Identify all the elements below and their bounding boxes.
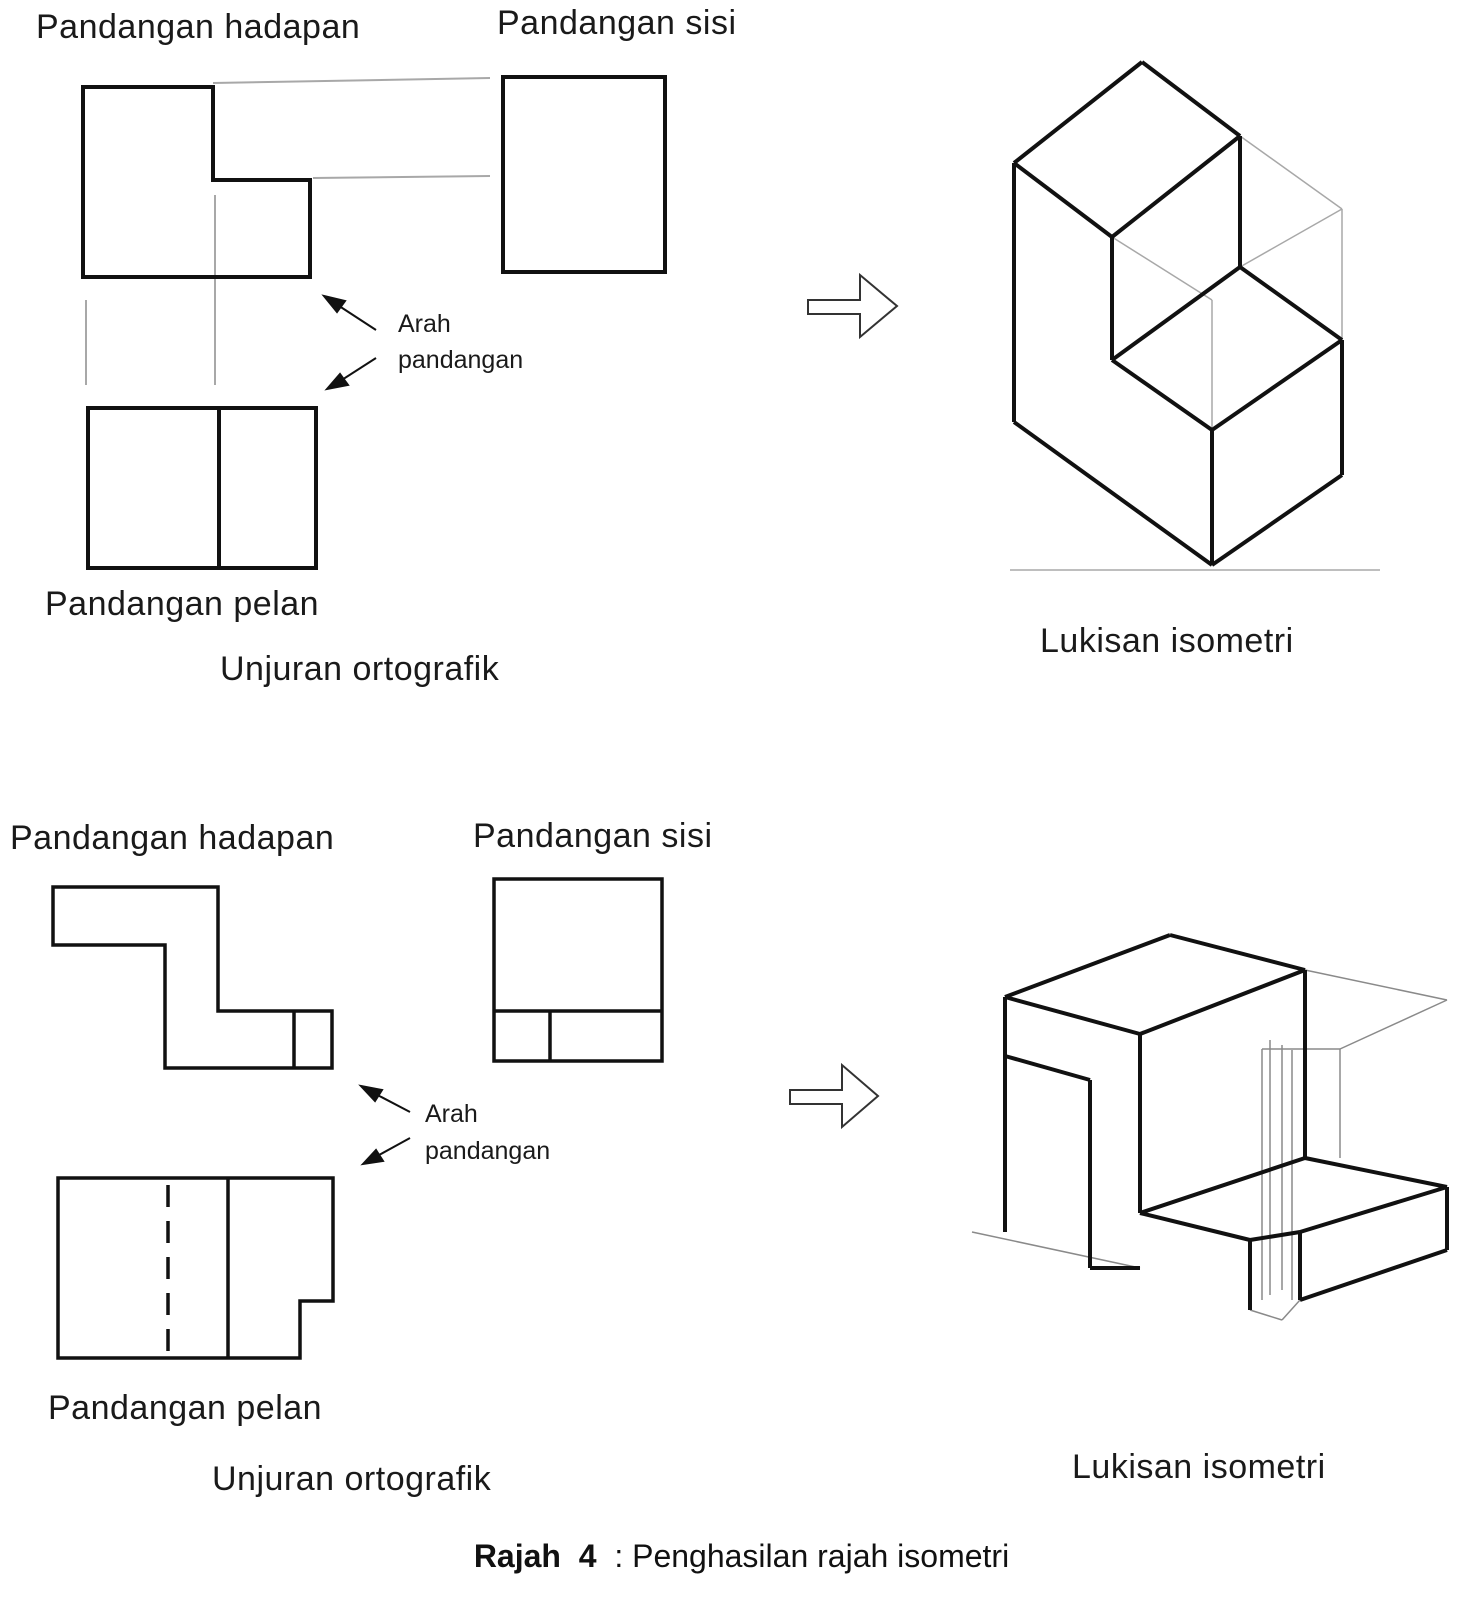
fig2-front-view — [51, 885, 334, 1070]
caption-text: : Penghasilan rajah isometri — [614, 1538, 1010, 1574]
fig1-plan-view — [86, 406, 318, 570]
fig2-plan-view-label: Pandangan pelan — [48, 1389, 323, 1427]
fig1-isometric-drawing — [1012, 60, 1344, 567]
fig2-side-view — [492, 877, 664, 1063]
fig1-projection-label: Unjuran ortografik — [220, 650, 500, 688]
fig1-front-view-label: Pandangan hadapan — [36, 8, 361, 46]
fig1-side-view — [501, 75, 667, 274]
fig2-isometric-label: Lukisan isometri — [1072, 1448, 1326, 1486]
caption-number: 4 — [578, 1538, 597, 1574]
fig1-side-view-label: Pandangan sisi — [497, 4, 737, 42]
fig2-plan-view — [56, 1176, 335, 1360]
fig1-direction-label-1: Arah — [398, 310, 451, 338]
fig2-view-direction-arrows — [358, 1084, 411, 1166]
fig1-view-direction-arrows — [321, 294, 377, 391]
fig2-direction-label-1: Arah — [425, 1100, 478, 1128]
fig2-front-view-label: Pandangan hadapan — [10, 819, 335, 857]
fig1-isometric-label: Lukisan isometri — [1040, 622, 1294, 660]
fig2-projection-label: Unjuran ortografik — [212, 1460, 492, 1498]
fig2-isometric-construction-lines — [971, 969, 1448, 1321]
fig1-direction-label-2: pandangan — [398, 346, 524, 374]
fig2-transform-arrow — [789, 1062, 880, 1130]
fig1-front-view — [81, 85, 312, 279]
fig1-construction-lines — [85, 77, 491, 385]
fig2-side-view-label: Pandangan sisi — [473, 817, 713, 855]
caption-prefix: Rajah — [473, 1538, 561, 1574]
fig1-plan-view-label: Pandangan pelan — [45, 585, 320, 623]
fig1-transform-arrow — [807, 272, 899, 340]
fig1-isometric-hidden-lines — [1010, 135, 1380, 571]
fig2-isometric-drawing — [1003, 933, 1449, 1310]
fig2-direction-label-2: pandangan — [425, 1137, 551, 1165]
figure-caption: Rajah 4 : Penghasilan rajah isometri — [0, 1538, 1483, 1575]
